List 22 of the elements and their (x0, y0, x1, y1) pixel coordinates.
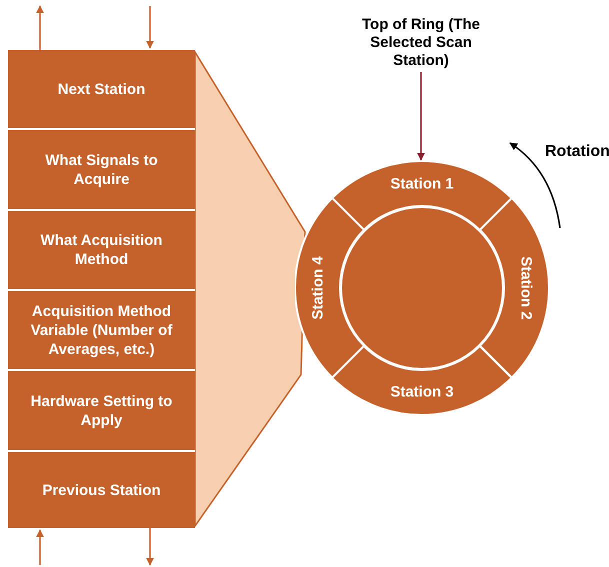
parameter-box: Acquisition Method Variable (Number of Averages, etc.) (8, 291, 195, 369)
annotation-text: Top of Ring (The Selected Scan Station) (346, 16, 496, 70)
parameter-box: Previous Station (8, 452, 195, 528)
arrow (36, 529, 44, 565)
ring-segment (332, 161, 512, 230)
arrow (417, 72, 425, 161)
station-label: Station 4 (309, 256, 326, 320)
rotation-label: Rotation (545, 142, 609, 161)
arrow (36, 5, 44, 50)
parameter-box: What Signals to Acquire (8, 130, 195, 209)
arrow (146, 6, 154, 49)
expansion-wedge (195, 51, 306, 527)
parameter-box: What Acquisition Method (8, 211, 195, 289)
ring-segment (480, 198, 549, 378)
parameter-box: Next Station (8, 50, 195, 128)
parameter-box: Hardware Setting to Apply (8, 371, 195, 450)
ring-segment (295, 198, 364, 378)
station-label: Station 1 (390, 175, 454, 192)
station-label: Station 2 (518, 256, 535, 320)
station-label: Station 3 (390, 384, 454, 401)
arrow (146, 528, 154, 566)
ring-segment (332, 346, 512, 415)
